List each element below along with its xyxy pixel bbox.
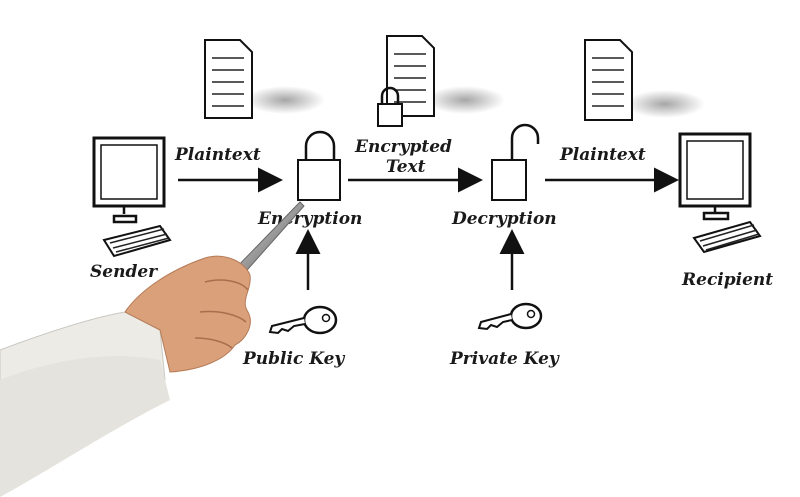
- edge-label-plaintext: Plaintext: [174, 145, 261, 165]
- document-icon: [584, 39, 705, 121]
- keyboard-icon: [692, 220, 762, 254]
- recipient-label: Recipient: [681, 270, 773, 290]
- lock-closed-icon: [297, 130, 341, 201]
- sender-label: Sender: [90, 262, 158, 282]
- decryption-label: Decryption: [451, 209, 557, 229]
- sleeve-shadow: [0, 356, 170, 497]
- key-icon: [268, 305, 338, 335]
- keyboard-icon: [102, 224, 172, 258]
- key-icon: [477, 302, 543, 331]
- public-key-label: Public Key: [242, 349, 345, 369]
- document-icon: [204, 39, 325, 119]
- private-key-label: Private Key: [449, 349, 560, 369]
- pointing-hand: [0, 201, 305, 497]
- encryption-label: Encryption: [257, 209, 362, 229]
- edge-label-text: Text: [386, 157, 426, 177]
- edge-label-encrypted: Encrypted: [354, 137, 452, 157]
- edge-label-plaintext: Plaintext: [559, 145, 646, 165]
- document-icon: [386, 35, 505, 117]
- lock-open-icon: [491, 123, 540, 201]
- hand: [124, 255, 251, 373]
- monitor-icon: [92, 136, 166, 224]
- lock-closed-icon: [377, 86, 403, 127]
- monitor-icon: [678, 132, 752, 221]
